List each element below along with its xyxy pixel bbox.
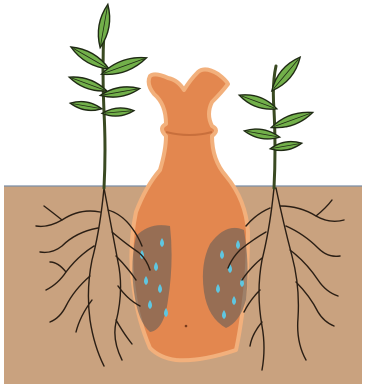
pot-pore (185, 325, 188, 328)
